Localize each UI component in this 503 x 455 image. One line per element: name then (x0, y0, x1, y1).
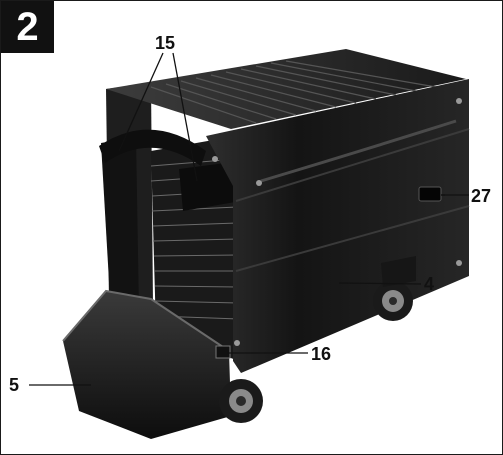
wheel-rear (373, 281, 413, 321)
callout-15: 15 (155, 33, 176, 53)
top-cover (106, 49, 466, 129)
handle-bracket-left (99, 129, 206, 166)
switch (215, 345, 231, 359)
handle-bracket-right (179, 161, 241, 211)
handle-slot (418, 186, 442, 202)
callout-5: 5 (9, 375, 20, 395)
callout-16: 16 (311, 344, 332, 364)
wheel-front (219, 379, 263, 423)
figure-number: 2 (1, 1, 54, 53)
accessory-tray (63, 291, 231, 439)
rear-handle-frame (101, 137, 139, 316)
cooling-ribs (150, 60, 437, 124)
callout-4: 4 (424, 274, 435, 294)
callout-27: 27 (471, 186, 492, 206)
